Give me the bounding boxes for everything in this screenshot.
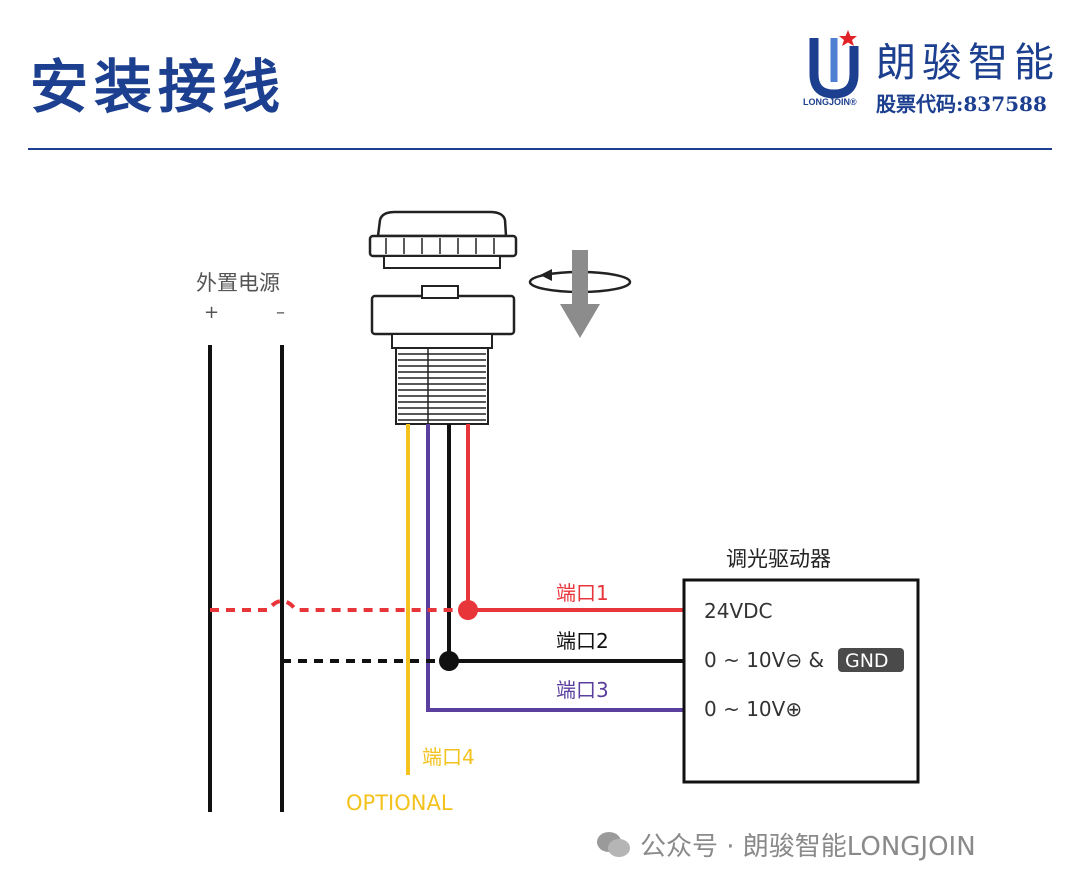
- junction-red: [458, 600, 478, 620]
- stock-code: 股票代码:837588: [876, 92, 1047, 116]
- power-label: 外置电源: [196, 271, 280, 295]
- knob-cap-icon: [368, 210, 518, 269]
- power-plus-sign: +: [204, 302, 219, 323]
- longjoin-logo-icon: [809, 30, 859, 99]
- thread-lines: [398, 353, 486, 421]
- port1-label: 端口1: [556, 581, 609, 605]
- page-title: 安装接线: [30, 53, 287, 121]
- driver-pin-dim-minus: 0 ~ 10V⊖ &: [704, 648, 824, 672]
- driver-box: [682, 578, 920, 784]
- driver-title: 调光驱动器: [726, 547, 831, 571]
- sensor-body-icon: [370, 285, 516, 425]
- driver-pin-dim-plus: 0 ~ 10V⊕: [704, 697, 802, 721]
- wire-black: [447, 424, 684, 663]
- logo-english: LONGJOIN®: [803, 97, 857, 107]
- gnd-badge: [838, 648, 904, 672]
- driver-pin-24vdc: 24VDC: [704, 599, 773, 623]
- power-minus-sign: –: [276, 302, 285, 323]
- gnd-label: GND: [845, 650, 889, 672]
- rotate-arrow-icon: [528, 250, 632, 338]
- junction-black: [439, 651, 459, 671]
- optional-label: OPTIONAL: [346, 791, 453, 815]
- watermark-text: 公众号 · 朗骏智能LONGJOIN: [640, 832, 976, 862]
- port3-label: 端口3: [556, 678, 609, 702]
- wire-purple: [426, 424, 684, 712]
- port2-label: 端口2: [556, 629, 609, 653]
- header-divider: [28, 148, 1052, 150]
- port4-label: 端口4: [422, 745, 475, 769]
- wechat-icon: [597, 832, 630, 857]
- logo-name: 朗骏智能: [876, 40, 1060, 86]
